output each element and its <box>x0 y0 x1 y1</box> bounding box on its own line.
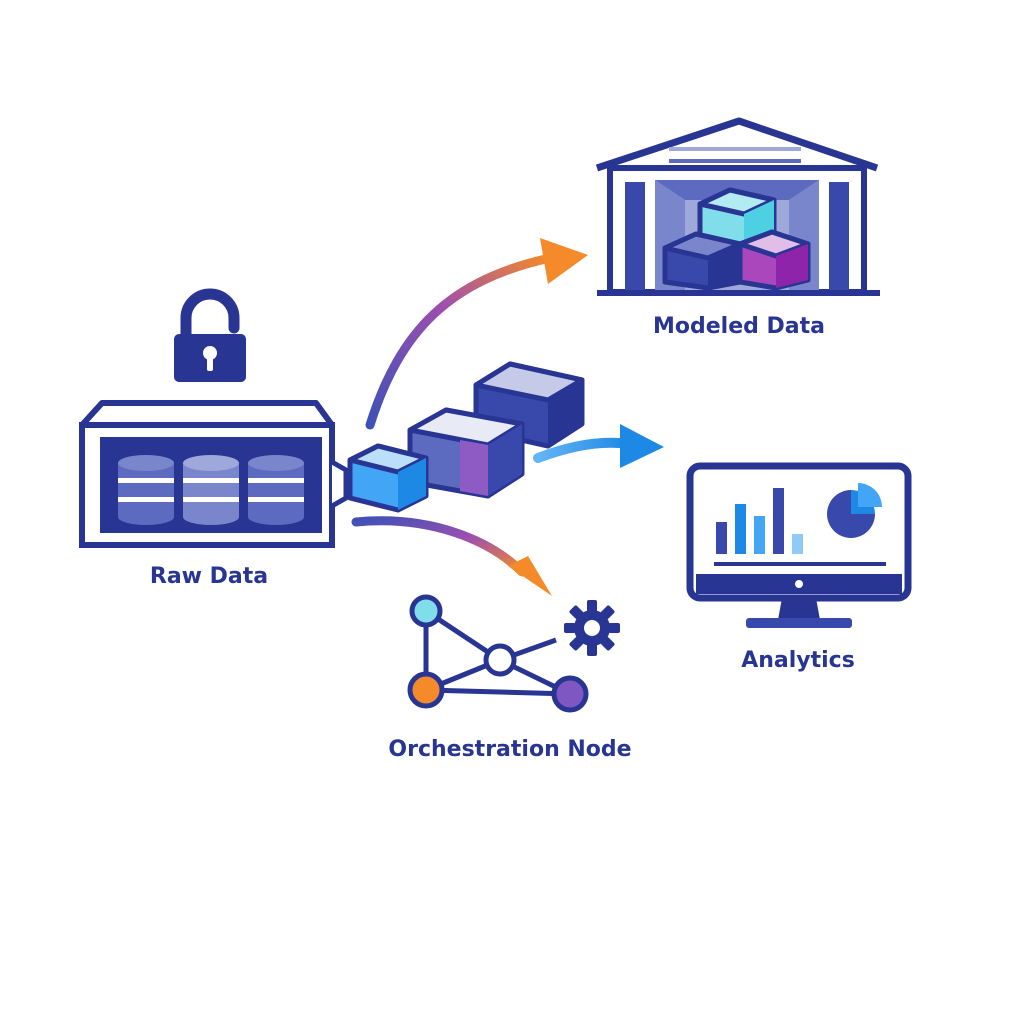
data-block-small <box>347 443 429 513</box>
label-raw-data: Raw Data <box>149 564 269 589</box>
database-cylinder-1 <box>118 455 174 525</box>
label-orchestration-node: Orchestration Node <box>388 737 632 762</box>
arrow-raw-to-orchestration <box>351 516 552 596</box>
warehouse-icon <box>595 117 880 296</box>
monitor-pie-chart <box>827 483 882 538</box>
node-purple <box>551 675 589 713</box>
network-graph-icon <box>407 594 589 713</box>
arrow-raw-to-modeled <box>365 238 588 430</box>
monitor-chart-icon <box>686 462 912 628</box>
data-blocks-icon <box>347 361 585 513</box>
label-analytics: Analytics <box>741 648 855 673</box>
warehouse-cube-left <box>662 231 743 291</box>
padlock-icon <box>174 288 246 382</box>
warehouse-cube-right <box>737 229 811 291</box>
node-cyan <box>409 594 443 628</box>
gear-icon <box>564 600 620 656</box>
data-block-medium <box>407 407 525 499</box>
node-orange <box>407 671 445 709</box>
monitor-bar-chart <box>714 488 886 566</box>
database-cylinder-3 <box>248 455 304 525</box>
arrow-blocks-to-analytics <box>533 424 664 468</box>
node-white <box>483 643 517 677</box>
label-modeled-data: Modeled Data <box>652 314 826 339</box>
database-server-icon <box>79 400 349 548</box>
database-cylinder-2 <box>183 455 239 525</box>
